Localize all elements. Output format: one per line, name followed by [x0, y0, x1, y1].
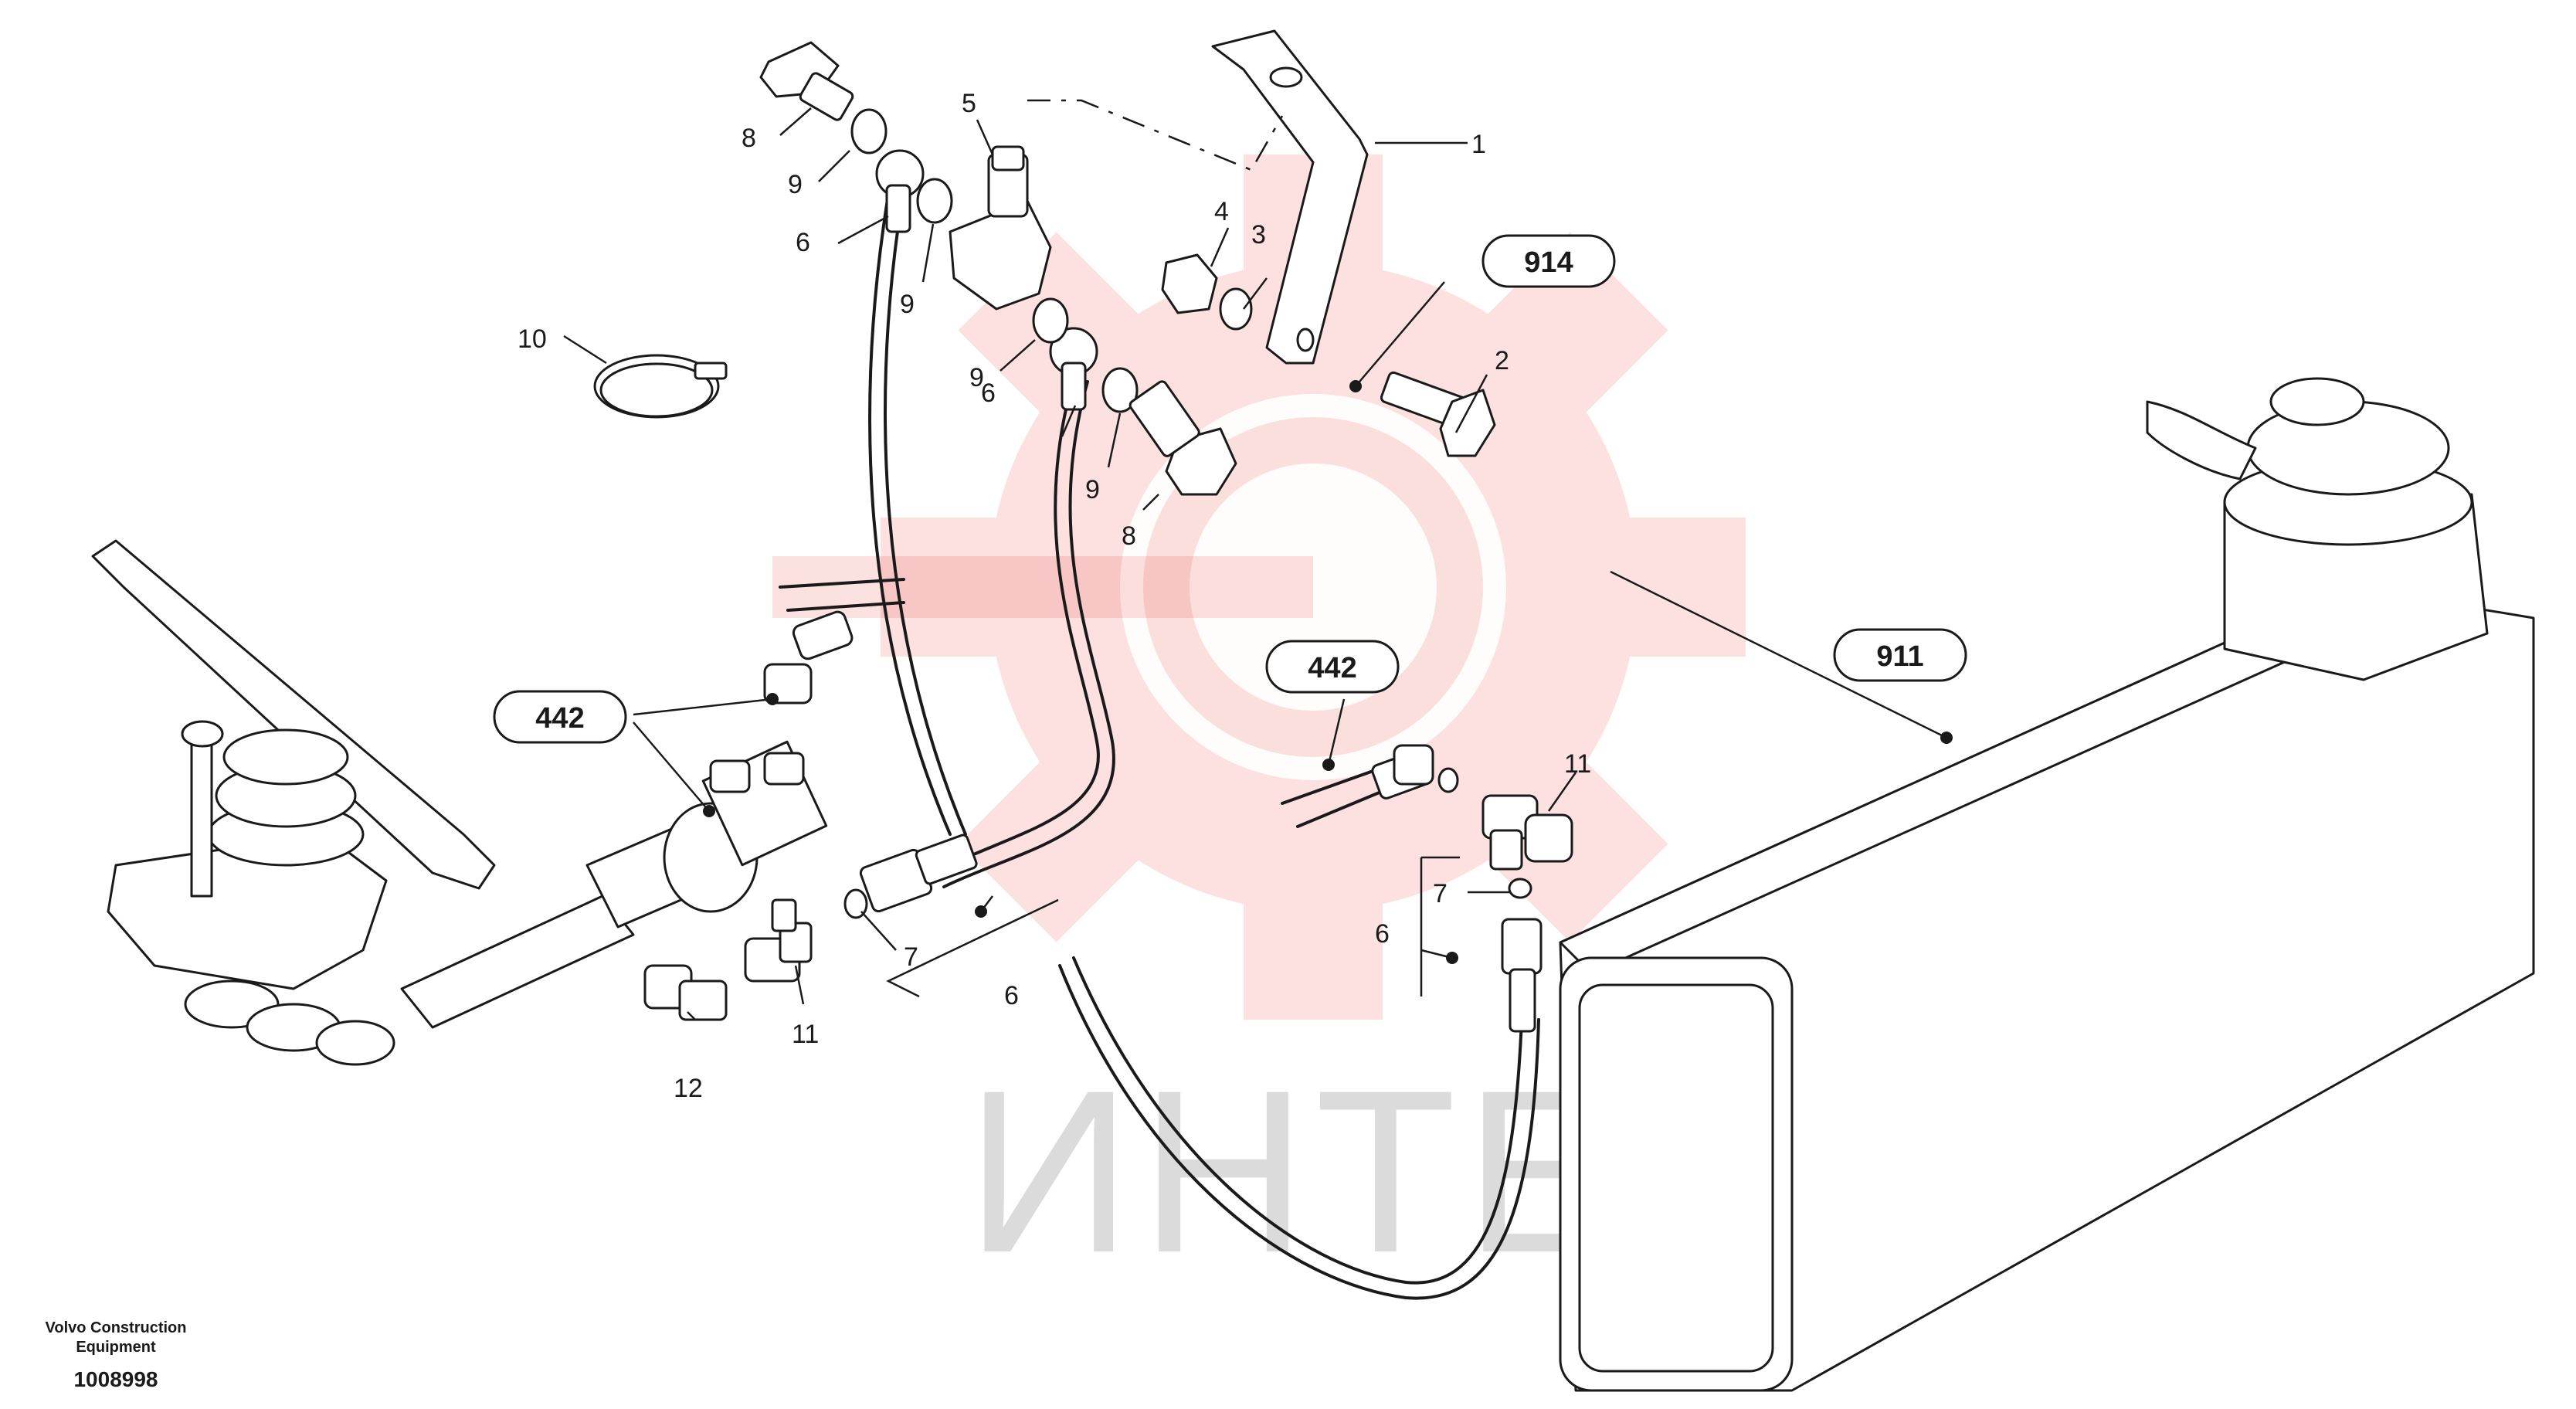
callout-1: 1 [1471, 130, 1486, 159]
callout-6-top: 6 [796, 228, 810, 257]
ref-914: 914 [1481, 234, 1616, 288]
callout-11-right: 11 [1564, 749, 1591, 779]
callouts: 1 2 3 4 5 6 6 6 6 7 7 8 8 9 9 9 9 10 11 … [518, 89, 1591, 1103]
credit-line1: Volvo Construction [46, 1319, 187, 1336]
dashed-lines [1027, 99, 1284, 171]
tee-fitting-11-right [1481, 794, 1573, 871]
callout-2: 2 [1495, 346, 1509, 375]
callout-4: 4 [1214, 197, 1229, 226]
callout-5: 5 [962, 89, 976, 118]
svg-text:914: 914 [1524, 246, 1573, 279]
ref-911: 911 [1833, 628, 1967, 682]
callout-9-d: 9 [1085, 475, 1100, 504]
callout-11-left: 11 [792, 1020, 819, 1049]
callout-8-top: 8 [742, 124, 756, 153]
svg-text:442: 442 [1308, 652, 1356, 684]
callout-10: 10 [518, 324, 547, 354]
credit-block: Volvo Construction Equipment 1008998 [46, 1319, 187, 1391]
callout-7-right: 7 [1433, 879, 1448, 908]
washers-and-bolts [759, 41, 1532, 919]
callout-6-mid: 6 [981, 379, 996, 408]
hose-fittings [763, 149, 1543, 1033]
leader-lines [563, 107, 1947, 1020]
callout-6-bottom: 6 [1004, 981, 1019, 1010]
callout-9-a: 9 [788, 170, 803, 199]
tank-911 [1559, 377, 2535, 1392]
svg-text:442: 442 [535, 702, 584, 735]
ref-442-right: 442 [1265, 640, 1400, 694]
svg-text:911: 911 [1876, 640, 1923, 673]
ref-442-left: 442 [493, 690, 627, 744]
credit-line2: Equipment [76, 1339, 156, 1356]
callout-3: 3 [1251, 220, 1266, 250]
callout-8-mid: 8 [1122, 521, 1136, 551]
elbow-fitting-12 [643, 964, 728, 1021]
pedal-assembly [91, 539, 496, 1066]
clamp-10 [593, 354, 728, 419]
hoses [779, 193, 1540, 1300]
doc-id: 1008998 [73, 1367, 158, 1391]
tee-fitting-11-left [744, 898, 813, 983]
bracket-1 [1211, 29, 1369, 365]
callout-6-right: 6 [1375, 919, 1390, 949]
brake-valve [400, 740, 828, 1029]
callout-12: 12 [674, 1074, 703, 1103]
leader-dots [703, 380, 1953, 964]
callout-9-b: 9 [900, 290, 915, 319]
callout-7-left: 7 [904, 942, 918, 972]
callout-9-c: 9 [969, 363, 984, 392]
